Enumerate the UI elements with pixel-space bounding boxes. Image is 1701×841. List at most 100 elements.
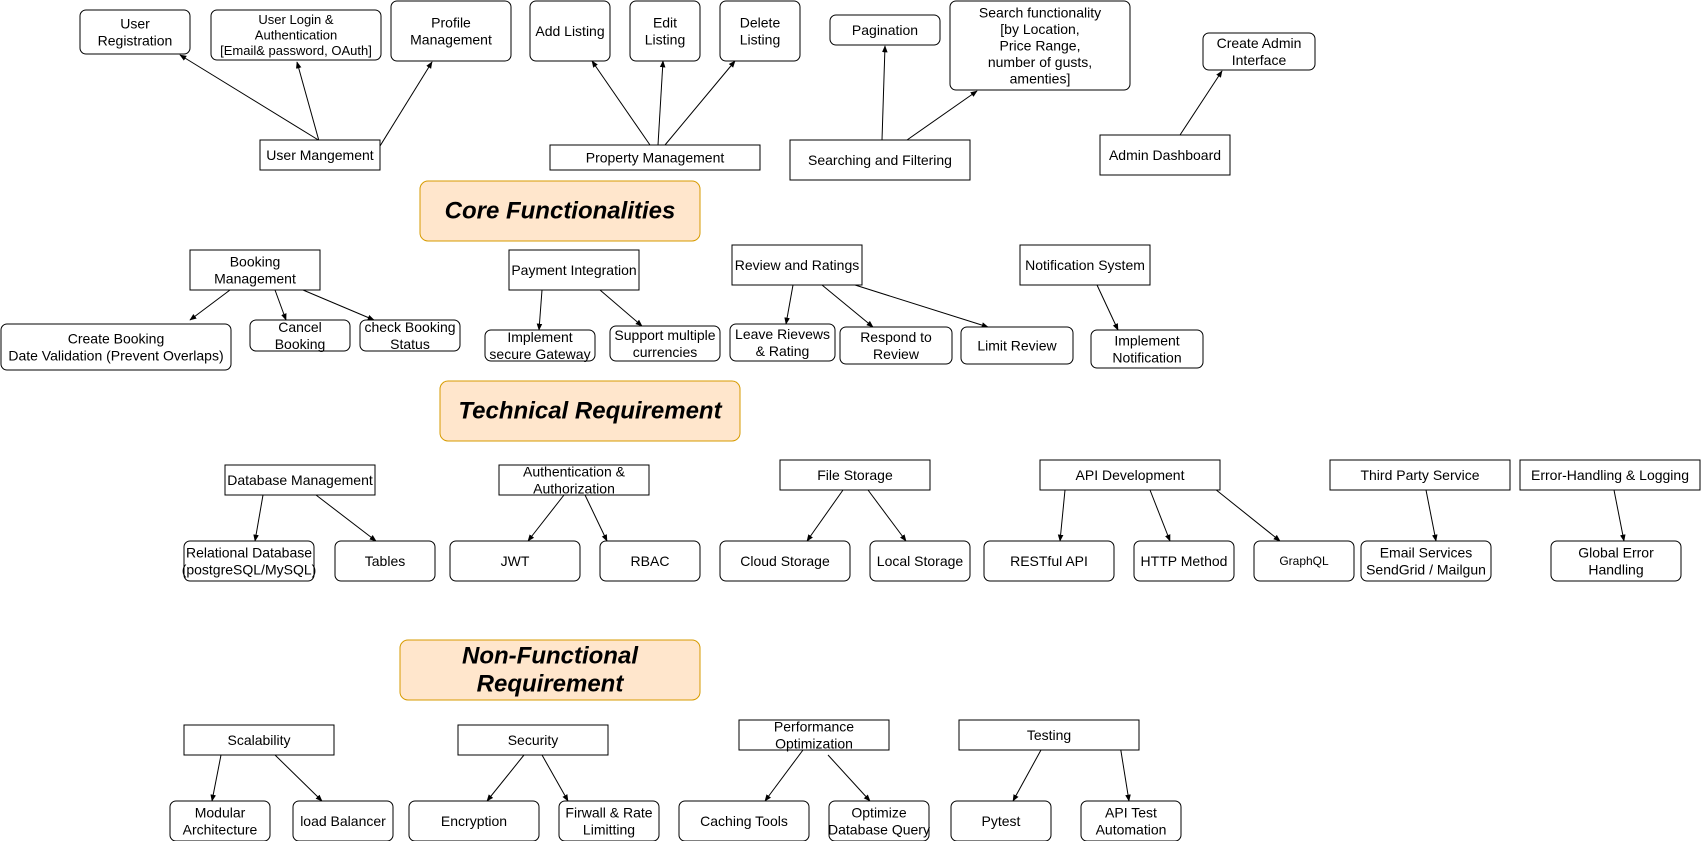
edge-review-ratings-to-limit-review [854,284,989,328]
node-label-text: Pagination [852,22,918,38]
node-label-text: RESTful API [1010,553,1088,569]
node-box [169,800,271,841]
node-payment-integration: Payment Integration [508,249,640,291]
node-pytest: Pytest [950,800,1052,841]
node-box [729,323,836,362]
node-box [829,14,941,46]
node-label-text: Leave Rievews [735,326,830,342]
node-label-text: Error-Handling & Logging [1531,467,1689,483]
node-label-text: Third Party Service [1360,467,1479,483]
node-leave-reviews: Leave Rievews& Rating [729,323,836,362]
node-label-text: Authorization [533,480,615,496]
node-label-text: RBAC [631,553,670,569]
node-box [1099,134,1231,176]
node-label-text: number of gusts, [988,54,1092,70]
node-label-text: Booking [230,254,281,270]
node-label-text: Firwall & Rate [565,805,652,821]
node-graphql: GraphQL [1253,540,1355,582]
node-box [629,0,701,62]
edge-security-to-encryption [486,754,525,802]
node-label-text: Implement [1114,333,1179,349]
node-auth-authorization: Authentication &Authorization [498,464,650,496]
node-testing: Testing [958,719,1140,751]
edge-booking-management-to-cancel-booking [274,289,287,321]
node-box [189,249,321,291]
node-label-text: Review [873,346,920,362]
node-box [183,724,335,756]
node-label-text: Create Admin [1217,35,1302,51]
node-box [259,139,381,171]
node-tables: Tables [334,540,436,582]
node-notification-system: Notification System [1019,244,1151,286]
node-label-text: SendGrid / Mailgun [1366,561,1486,577]
node-api-development: API Development [1039,459,1221,491]
node-label-text: (postgreSQL/MySQL) [182,561,317,577]
node-label-text: Implement [507,329,572,345]
node-box [1039,459,1221,491]
edge-api-development-to-graphql [1209,484,1281,542]
node-box [549,144,761,171]
edge-auth-authorization-to-jwt [527,494,565,542]
node-label-text: Limit Review [977,338,1057,354]
section-box [399,639,701,701]
node-third-party-service: Third Party Service [1329,459,1511,491]
node-box [249,319,351,352]
node-label-text: Admin Dashboard [1109,147,1221,163]
section-title-text: Requirement [477,671,625,698]
node-label-text: Pytest [982,813,1021,829]
edge-payment-integration-to-implement-secure-gateway [536,289,543,331]
node-box [960,326,1074,365]
node-restful-api: RESTful API [983,540,1115,582]
node-box [949,0,1131,91]
node-http-method: HTTP Method [1133,540,1235,582]
node-box [390,0,512,62]
node-label-text: Email Services [1380,545,1473,561]
edge-property-management-to-add-listing [591,60,651,146]
node-label-text: Database Management [227,472,373,488]
edge-user-management-to-profile-management [379,61,433,147]
node-user-management: User Mangement [259,139,381,171]
edge-api-development-to-http-method [1149,489,1171,542]
node-pagination: Pagination [829,14,941,46]
node-box [738,719,890,751]
node-label-text: secure Gateway [489,346,590,362]
node-add-listing: Add Listing [529,0,611,62]
node-label-text: Handling [1588,561,1643,577]
edge-user-management-to-user-registration [179,54,321,142]
edge-payment-integration-to-support-multiple-currencies [599,289,643,327]
node-box [183,540,315,582]
node-rbac: RBAC [599,540,701,582]
node-label-text: Security [508,732,559,748]
node-box [950,800,1052,841]
section-box [419,180,701,242]
edge-review-ratings-to-respond-review [821,284,874,328]
node-box [79,9,191,55]
node-label-text: Management [214,270,296,286]
edge-property-management-to-delete-listing [664,60,736,146]
node-label-text: [Email& password, OAuth] [220,43,372,58]
section-title-text: Non-Functional [462,642,639,669]
node-box [1360,540,1492,582]
edge-notification-system-to-implement-notification [1096,284,1119,331]
node-box [1019,244,1151,286]
node-database-management: Database Management [224,464,376,496]
node-label-text: Local Storage [877,553,964,569]
node-label-text: Limitting [583,821,635,837]
node-box [0,323,232,371]
node-error-handling-logging: Error-Handling & Logging [1519,459,1701,491]
node-label-text: JWT [501,553,530,569]
edge-performance-optimization-to-optimize-database-query [827,754,871,802]
node-limit-review: Limit Review [960,326,1074,365]
node-box [408,800,540,841]
node-label-text: Booking [275,336,326,352]
node-label-text: Modular [195,805,246,821]
node-label-text: Status [390,336,430,352]
